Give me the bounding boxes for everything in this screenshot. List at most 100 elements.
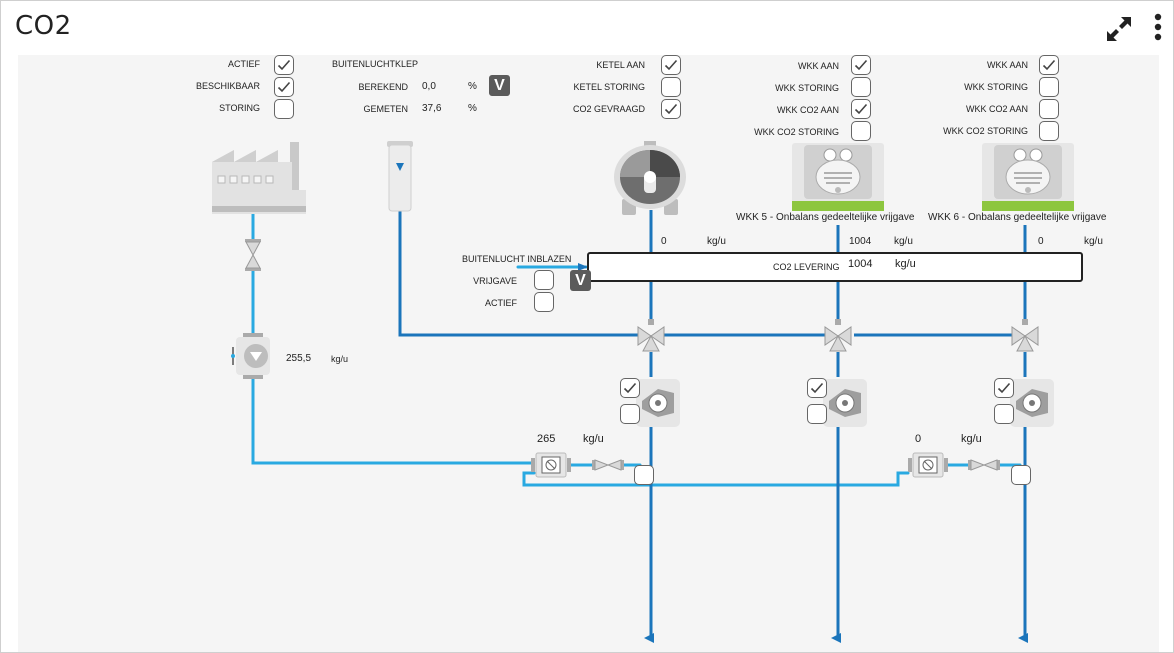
inblazen-actief-label: ACTIEF bbox=[484, 298, 517, 308]
wkk6-co2-aan-checkbox[interactable] bbox=[1039, 99, 1059, 119]
flow-sensor-icon bbox=[908, 452, 948, 478]
wkk6-flow-value: 0 bbox=[1038, 236, 1044, 247]
co2-levering-box: CO2 LEVERING 1004 kg/u bbox=[587, 252, 1083, 282]
factory-beschikbaar-label: BESCHIKBAAR bbox=[195, 81, 260, 91]
gemeten-unit: % bbox=[468, 103, 477, 114]
vrijgave-label: VRIJGAVE bbox=[473, 276, 517, 286]
checkmark-icon bbox=[277, 81, 291, 93]
wkk6-name: WKK 6 - Onbalans gedeeltelijke vrijgave bbox=[928, 212, 1107, 223]
page-title: CO2 bbox=[15, 11, 72, 41]
valve-icon bbox=[245, 239, 261, 271]
wkk6-flow-unit: kg/u bbox=[1084, 236, 1103, 247]
co2-gevraagd-label: CO2 GEVRAAGD bbox=[572, 104, 645, 114]
ketel-aan-label: KETEL AAN bbox=[596, 60, 645, 70]
gemeten-value: 37,6 bbox=[422, 103, 442, 114]
flow-sensor-icon bbox=[531, 452, 571, 478]
boiler-icon bbox=[614, 141, 686, 215]
flowmeter-icon bbox=[231, 333, 270, 379]
fan-3-checkbox-1[interactable] bbox=[994, 378, 1014, 398]
co2-levering-value: 1004 bbox=[848, 258, 873, 270]
vrijgave-checkbox[interactable] bbox=[534, 270, 554, 290]
three-way-valve-icon bbox=[1011, 319, 1039, 352]
fan-icon bbox=[823, 379, 867, 427]
valve-icon bbox=[968, 459, 1000, 471]
berekend-unit: % bbox=[468, 81, 477, 92]
factory-actief-label: ACTIEF bbox=[227, 59, 260, 69]
meter-left-unit: kg/u bbox=[583, 433, 604, 445]
pipe-network bbox=[251, 208, 1028, 643]
fan-1-checkbox-1[interactable] bbox=[620, 378, 640, 398]
factory-icon bbox=[212, 142, 306, 214]
ketel-storing-checkbox[interactable] bbox=[661, 77, 681, 97]
wkk5-co2-aan-checkbox[interactable] bbox=[851, 99, 871, 119]
fan-3-checkbox-2[interactable] bbox=[994, 404, 1014, 424]
berekend-value: 0,0 bbox=[422, 81, 436, 92]
factory-storing-checkbox[interactable] bbox=[274, 99, 294, 119]
gemeten-label: GEMETEN bbox=[363, 104, 408, 114]
process-diagram: ACTIEF BESCHIKBAAR STORING BUITENLUCHTKL… bbox=[18, 55, 1159, 652]
ketel-storing-label: KETEL STORING bbox=[573, 82, 645, 92]
wkk5-co2-aan-label: WKK CO2 AAN bbox=[776, 105, 839, 115]
wkk5-aan-checkbox[interactable] bbox=[851, 55, 871, 75]
chp-engine-icon bbox=[982, 143, 1074, 211]
factory-flow-unit: kg/u bbox=[331, 354, 349, 364]
ketel-aan-checkbox[interactable] bbox=[661, 55, 681, 75]
fan-2-checkbox-2[interactable] bbox=[807, 404, 827, 424]
factory-flow-value: 255,5 bbox=[286, 353, 312, 364]
wkk6-aan-label: WKK AAN bbox=[986, 60, 1028, 70]
fan-2-checkbox-1[interactable] bbox=[807, 378, 827, 398]
chp-engine-icon bbox=[792, 143, 884, 211]
factory-actief-checkbox[interactable] bbox=[274, 55, 294, 75]
valve-icon bbox=[592, 459, 624, 471]
checkmark-icon bbox=[623, 382, 637, 394]
meter-right-unit: kg/u bbox=[961, 433, 982, 445]
wkk6-storing-checkbox[interactable] bbox=[1039, 77, 1059, 97]
berekend-label: BEREKEND bbox=[358, 82, 408, 92]
vertical-dots-icon[interactable] bbox=[1151, 13, 1165, 43]
wkk6-co2-aan-label: WKK CO2 AAN bbox=[965, 104, 1028, 114]
three-way-valve-icon bbox=[637, 319, 665, 352]
fan-icon bbox=[1010, 379, 1054, 427]
checkmark-icon bbox=[1042, 59, 1056, 71]
wkk5-co2-storing-checkbox[interactable] bbox=[851, 121, 871, 141]
checkmark-icon bbox=[854, 59, 868, 71]
wkk5-aan-label: WKK AAN bbox=[797, 61, 839, 71]
ketel-flow-unit: kg/u bbox=[707, 236, 726, 247]
wkk5-storing-label: WKK STORING bbox=[775, 83, 839, 93]
checkmark-icon bbox=[277, 59, 291, 71]
wkk5-co2-storing-label: WKK CO2 STORING bbox=[754, 127, 839, 137]
three-way-valve-icon bbox=[824, 319, 852, 352]
wkk5-name: WKK 5 - Onbalans gedeeltelijke vrijgave bbox=[736, 212, 915, 223]
inblazen-v-button[interactable]: V bbox=[570, 270, 591, 291]
expand-arrows-icon[interactable] bbox=[1105, 15, 1133, 43]
wkk6-co2-storing-label: WKK CO2 STORING bbox=[943, 126, 1028, 136]
buitenlucht-inblazen-title: BUITENLUCHT INBLAZEN bbox=[462, 254, 572, 264]
fan-1-checkbox-2[interactable] bbox=[620, 404, 640, 424]
meter-left-value: 265 bbox=[537, 433, 556, 445]
buitenluchtklep-title: BUITENLUCHTKLEP bbox=[332, 59, 419, 69]
wkk6-storing-label: WKK STORING bbox=[964, 82, 1028, 92]
checkmark-icon bbox=[664, 59, 678, 71]
air-filter-icon bbox=[387, 141, 413, 212]
factory-beschikbaar-checkbox[interactable] bbox=[274, 77, 294, 97]
junction-checkbox-right[interactable] bbox=[1011, 465, 1031, 485]
wkk5-flow-value: 1004 bbox=[849, 236, 872, 247]
checkmark-icon bbox=[664, 103, 678, 115]
buitenluchtklep-v-button[interactable]: V bbox=[489, 75, 510, 96]
wkk5-storing-checkbox[interactable] bbox=[851, 77, 871, 97]
junction-checkbox-left[interactable] bbox=[634, 465, 654, 485]
fan-icon bbox=[636, 379, 680, 427]
meter-right-value: 0 bbox=[915, 433, 922, 445]
checkmark-icon bbox=[997, 382, 1011, 394]
co2-gevraagd-checkbox[interactable] bbox=[661, 99, 681, 119]
wkk6-co2-storing-checkbox[interactable] bbox=[1039, 121, 1059, 141]
wkk6-aan-checkbox[interactable] bbox=[1039, 55, 1059, 75]
inblazen-actief-checkbox[interactable] bbox=[534, 292, 554, 312]
co2-levering-unit: kg/u bbox=[895, 258, 916, 270]
co2-levering-label: CO2 LEVERING bbox=[773, 262, 840, 272]
wkk5-flow-unit: kg/u bbox=[894, 236, 913, 247]
checkmark-icon bbox=[810, 382, 824, 394]
checkmark-icon bbox=[854, 103, 868, 115]
factory-storing-label: STORING bbox=[219, 103, 260, 113]
